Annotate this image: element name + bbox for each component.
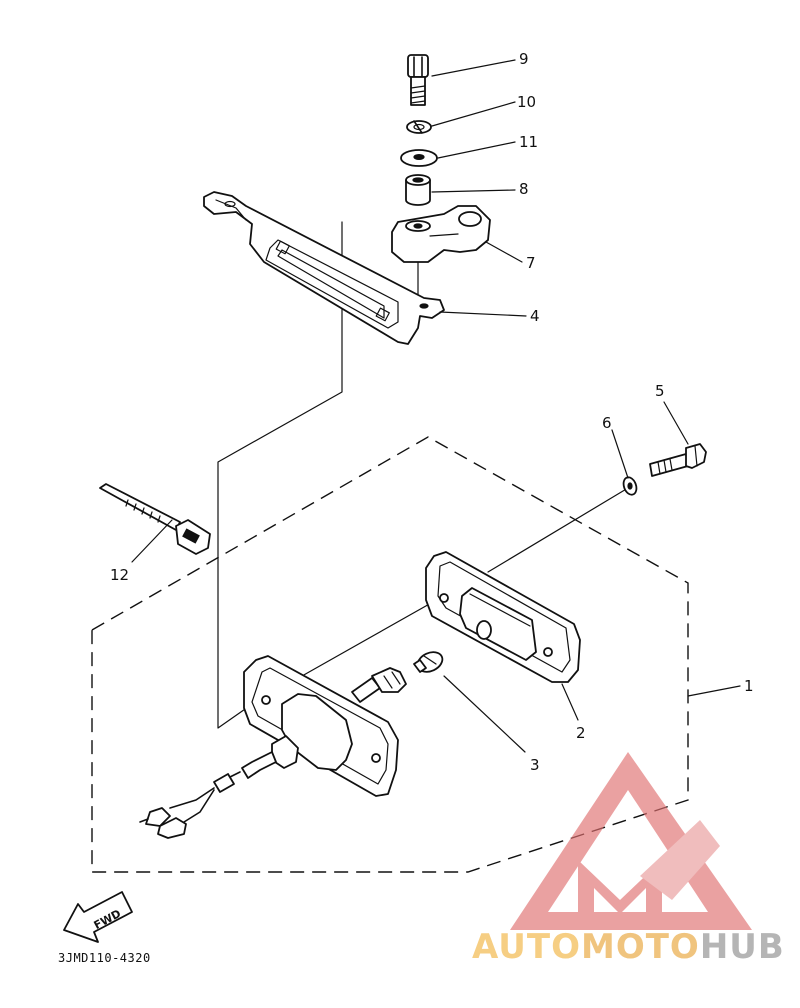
lamp-housing-part-1	[243, 655, 399, 797]
bulb-socket	[351, 667, 407, 703]
callout-3: 3	[530, 756, 540, 774]
watermark-moto: MOTO	[581, 927, 700, 967]
mounting-bracket-part-4	[203, 191, 445, 345]
callout-2: 2	[576, 724, 586, 742]
callout-5: 5	[655, 382, 665, 400]
leader-lines	[131, 59, 741, 721]
drawing-code: 3JMD110-4320	[58, 951, 151, 965]
lamp-wiring	[139, 751, 277, 839]
spring-washer-part-10	[406, 120, 432, 134]
svg-text:AUTOMOTOHUB: AUTOMOTOHUB	[472, 927, 785, 967]
callout-7: 7	[526, 254, 536, 272]
cable-tie-part-12	[99, 483, 211, 555]
fwd-arrow-icon: FWD	[63, 891, 133, 943]
bracket-arm-part-7	[391, 205, 491, 263]
bolt-part-9	[407, 54, 429, 106]
lens-part-2	[425, 551, 581, 683]
callout-6: 6	[602, 414, 612, 432]
callout-10: 10	[517, 93, 536, 111]
collar-part-8	[405, 174, 431, 206]
callout-8: 8	[519, 180, 529, 198]
bulb-part-3	[413, 651, 444, 673]
callout-numbers: 9 10 11 8 7 4 5 6 12 2 3 1	[110, 50, 754, 774]
washer-part-6	[622, 476, 638, 496]
callout-9: 9	[519, 50, 529, 68]
callout-12: 12	[110, 566, 129, 584]
callout-4: 4	[530, 307, 540, 325]
screw-part-5	[649, 443, 707, 477]
callout-1: 1	[744, 677, 754, 695]
callout-11: 11	[519, 133, 538, 151]
plain-washer-part-11	[400, 149, 438, 167]
assembly-boundary	[91, 436, 689, 873]
watermark-auto: AUTO	[472, 927, 581, 967]
watermark-hub: HUB	[700, 927, 785, 967]
guide-lines	[217, 221, 629, 753]
watermark-logo: AUTOMOTOHUB	[472, 752, 785, 967]
